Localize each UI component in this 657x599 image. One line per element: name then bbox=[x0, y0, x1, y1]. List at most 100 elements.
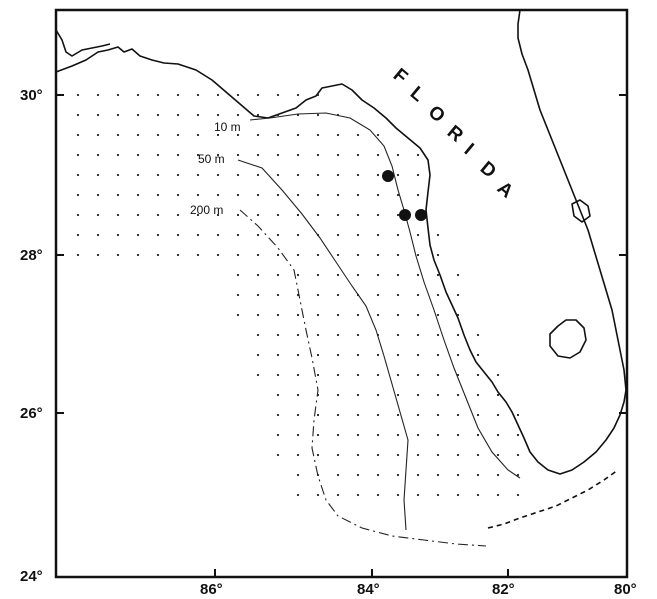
station-dot bbox=[176, 153, 180, 157]
station-grid bbox=[76, 93, 520, 497]
station-dot bbox=[196, 213, 200, 217]
station-dot bbox=[496, 373, 500, 377]
station-dot bbox=[396, 373, 400, 377]
station-dot bbox=[336, 393, 340, 397]
station-dot bbox=[436, 333, 440, 337]
station-dot bbox=[376, 273, 380, 277]
map-frame bbox=[54, 8, 629, 579]
station-dot bbox=[396, 193, 400, 197]
station-dot bbox=[136, 193, 140, 197]
station-dot bbox=[336, 313, 340, 317]
station-dot bbox=[436, 233, 440, 237]
station-dot bbox=[296, 433, 300, 437]
florida-keys bbox=[487, 469, 619, 529]
station-dot bbox=[276, 413, 280, 417]
east-coast-lake bbox=[571, 199, 591, 223]
station-dot bbox=[276, 353, 280, 357]
station-dot bbox=[416, 153, 420, 157]
station-dot bbox=[276, 313, 280, 317]
station-dot bbox=[156, 233, 160, 237]
station-dot bbox=[476, 393, 480, 397]
station-dot bbox=[156, 193, 160, 197]
station-dot bbox=[296, 213, 300, 217]
latitude-ticks bbox=[56, 94, 627, 414]
station-dot bbox=[316, 93, 320, 97]
station-dot bbox=[176, 113, 180, 117]
station-dot bbox=[356, 393, 360, 397]
station-dot bbox=[136, 133, 140, 137]
station-dot bbox=[296, 93, 300, 97]
station-dot bbox=[96, 193, 100, 197]
station-dot bbox=[316, 313, 320, 317]
station-dot bbox=[216, 133, 220, 137]
station-dot bbox=[356, 473, 360, 477]
station-dot bbox=[336, 373, 340, 377]
state-letter: L bbox=[406, 83, 429, 107]
station-dot bbox=[376, 193, 380, 197]
station-dot bbox=[76, 193, 80, 197]
station-dot bbox=[476, 373, 480, 377]
station-dot bbox=[456, 413, 460, 417]
station-dot bbox=[96, 133, 100, 137]
station-dot bbox=[296, 473, 300, 477]
station-dot bbox=[496, 413, 500, 417]
station-dot bbox=[376, 233, 380, 237]
lat-label-28: 28° bbox=[20, 247, 43, 264]
station-dot bbox=[396, 453, 400, 457]
station-dot bbox=[116, 253, 120, 257]
longitude-ticks bbox=[214, 569, 509, 577]
station-dot bbox=[396, 353, 400, 357]
station-dot bbox=[176, 93, 180, 97]
station-dot bbox=[76, 253, 80, 257]
station-dot bbox=[136, 173, 140, 177]
station-dot bbox=[96, 233, 100, 237]
station-dot bbox=[236, 173, 240, 177]
station-dot bbox=[316, 393, 320, 397]
station-dot bbox=[336, 213, 340, 217]
station-dot bbox=[296, 173, 300, 177]
station-dot bbox=[376, 333, 380, 337]
station-dot bbox=[96, 153, 100, 157]
station-dot bbox=[116, 193, 120, 197]
station-dot bbox=[216, 153, 220, 157]
station-dot bbox=[276, 453, 280, 457]
station-dot bbox=[176, 233, 180, 237]
station-dot bbox=[416, 353, 420, 357]
station-dot bbox=[336, 353, 340, 357]
station-dot bbox=[396, 473, 400, 477]
station-dot bbox=[276, 193, 280, 197]
station-dot bbox=[396, 293, 400, 297]
station-dot bbox=[456, 293, 460, 297]
station-dot bbox=[336, 173, 340, 177]
station-dot bbox=[376, 133, 380, 137]
station-dot bbox=[476, 333, 480, 337]
station-dot bbox=[436, 253, 440, 257]
station-dot bbox=[136, 93, 140, 97]
station-dot bbox=[256, 273, 260, 277]
station-dot bbox=[256, 93, 260, 97]
lake-okeechobee bbox=[549, 319, 587, 359]
station-dot bbox=[316, 493, 320, 497]
station-dot bbox=[436, 293, 440, 297]
lon-label-86: 86° bbox=[200, 581, 223, 598]
station-dot bbox=[296, 253, 300, 257]
station-dot bbox=[256, 313, 260, 317]
station-dot bbox=[496, 493, 500, 497]
station-dot bbox=[236, 313, 240, 317]
station-dot bbox=[376, 413, 380, 417]
station-dot bbox=[176, 133, 180, 137]
station-dot bbox=[416, 293, 420, 297]
station-dot bbox=[76, 153, 80, 157]
station-dot bbox=[296, 353, 300, 357]
station-dot bbox=[216, 93, 220, 97]
station-dot bbox=[356, 453, 360, 457]
station-dot bbox=[436, 273, 440, 277]
station-dot bbox=[296, 133, 300, 137]
station-dot bbox=[356, 413, 360, 417]
station-dot bbox=[336, 113, 340, 117]
station-dot bbox=[376, 493, 380, 497]
station-dot bbox=[116, 113, 120, 117]
station-dot bbox=[296, 333, 300, 337]
station-dot bbox=[456, 353, 460, 357]
station-dot bbox=[316, 333, 320, 337]
